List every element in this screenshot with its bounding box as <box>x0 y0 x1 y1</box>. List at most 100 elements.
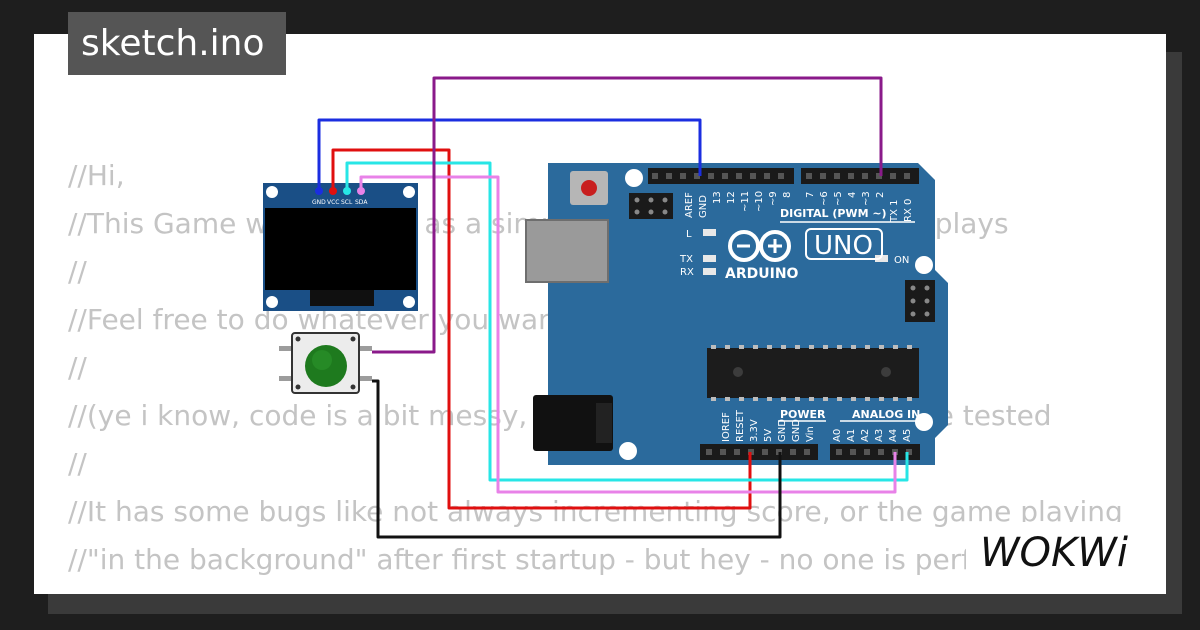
button-leg <box>358 346 372 351</box>
pin-label: IOREF <box>721 412 732 442</box>
wire-sda-pink <box>359 175 897 494</box>
pin-label: RESET <box>735 409 746 442</box>
mounting-hole <box>403 296 415 308</box>
pin-label: AREF <box>684 192 695 218</box>
pin-label: RX 0 <box>903 199 914 222</box>
mounting-hole <box>915 256 933 274</box>
pin-label: ~5 <box>833 191 844 206</box>
led-l-label: L <box>686 229 692 240</box>
mounting-hole <box>266 186 278 198</box>
wire-scl-cyan <box>345 161 909 482</box>
mounting-hole <box>403 186 415 198</box>
arduino-brand: ARDUINO <box>725 266 799 282</box>
digital-header-left <box>648 168 794 184</box>
pin-label: 2 <box>875 192 886 198</box>
logo-text: WOKWi <box>980 530 1128 576</box>
power-header <box>700 444 818 460</box>
pin-label: 8 <box>782 192 793 198</box>
pin-label: 5V <box>763 429 774 442</box>
pin-label: GND <box>791 419 802 442</box>
power-pin-labels: IOREF RESET 3.3V 5V GND GND Vin <box>721 409 816 442</box>
pin-label: ~6 <box>819 191 830 206</box>
mounting-hole <box>915 413 933 431</box>
code-line: // <box>68 255 87 288</box>
code-line: // <box>68 351 87 384</box>
code-line: //Hi, <box>68 159 125 192</box>
mounting-hole <box>625 169 643 187</box>
wires <box>317 76 909 539</box>
pin-label: GND <box>777 419 788 442</box>
power-jack <box>533 395 613 451</box>
pin-label: ~11 <box>740 191 751 212</box>
led-rx-label: RX <box>680 267 694 278</box>
pin-label: 7 <box>805 192 816 198</box>
button-leg <box>279 376 293 381</box>
button-leg <box>279 346 293 351</box>
analog-header <box>830 444 920 460</box>
wire-vcc-red <box>331 148 752 510</box>
pin-label: 13 <box>712 191 723 204</box>
pin-label: GND <box>312 199 326 206</box>
oled-ssd1306-display[interactable]: GND VCC SCL SDA <box>263 183 418 311</box>
push-button[interactable] <box>279 332 372 394</box>
button-leg <box>358 376 372 381</box>
uno-badge <box>805 228 883 260</box>
pin-label: A5 <box>902 429 913 442</box>
pin-label: A2 <box>860 429 871 442</box>
code-line: //It has some bugs like not always incre… <box>68 495 1123 528</box>
arduino-uno-board[interactable]: AREF GND 13 12 ~11 ~10 ~9 8 7 ~6 ~5 4 ~3… <box>525 163 948 465</box>
code-line: //"in the background" after first startu… <box>68 543 1015 576</box>
wokwi-logo: WOKWi <box>966 522 1156 582</box>
analog-pin-labels: A0 A1 A2 A3 A4 A5 <box>832 429 913 442</box>
pin-label: Vin <box>805 426 816 442</box>
digital-header-right <box>801 168 919 184</box>
pin-label: SDA <box>355 199 368 206</box>
status-leds: L TX RX ON <box>679 229 909 278</box>
digital-pin-labels: AREF GND 13 12 ~11 ~10 ~9 8 7 ~6 ~5 4 ~3… <box>684 191 914 223</box>
wire-button-black <box>372 379 782 539</box>
pin-label: A1 <box>846 429 857 442</box>
icsp-header-top <box>629 193 673 219</box>
pin-label: GND <box>698 195 709 218</box>
led-rx <box>703 268 716 275</box>
oled-screen <box>265 208 416 290</box>
mounting-hole <box>266 296 278 308</box>
pin-label: TX 1 <box>889 200 900 224</box>
atmega-chip <box>707 345 919 401</box>
power-jack-tip <box>596 403 612 443</box>
power-label: POWER <box>780 408 826 421</box>
pin-label: SCL <box>341 199 353 206</box>
digital-label: DIGITAL (PWM ~) <box>780 207 887 220</box>
code-line: // <box>68 447 87 480</box>
wire-button-purple <box>372 76 883 354</box>
arduino-logo-icon <box>728 230 791 262</box>
button-highlight <box>312 350 332 370</box>
pin-label: ~10 <box>754 191 765 212</box>
mounting-hole <box>619 442 637 460</box>
led-on <box>875 255 888 262</box>
pin-label: ~3 <box>861 191 872 206</box>
pin-label: A3 <box>874 429 885 442</box>
pin-label: ~9 <box>768 191 779 206</box>
pin-label: VCC <box>327 199 339 206</box>
reset-button[interactable] <box>581 180 597 196</box>
led-on-label: ON <box>894 255 909 266</box>
icsp-header-right <box>905 280 935 322</box>
pin-label: 4 <box>847 192 858 198</box>
analog-label: ANALOG IN <box>852 408 920 421</box>
led-tx-label: TX <box>679 254 693 265</box>
led-tx <box>703 255 716 262</box>
oled-pin-labels: GND VCC SCL SDA <box>312 199 368 206</box>
sketch-title: sketch.ino <box>68 12 286 75</box>
pin-label: A4 <box>888 429 899 442</box>
wire-endpoints <box>315 187 365 195</box>
pin-label: A0 <box>832 429 843 442</box>
uno-model: UNO <box>814 231 873 261</box>
oled-ribbon <box>310 290 374 306</box>
usb-connector <box>525 219 609 283</box>
led-l <box>703 229 716 236</box>
pin-label: 3.3V <box>749 419 760 442</box>
logo-background <box>966 522 1156 582</box>
pin-label: 12 <box>726 191 737 204</box>
